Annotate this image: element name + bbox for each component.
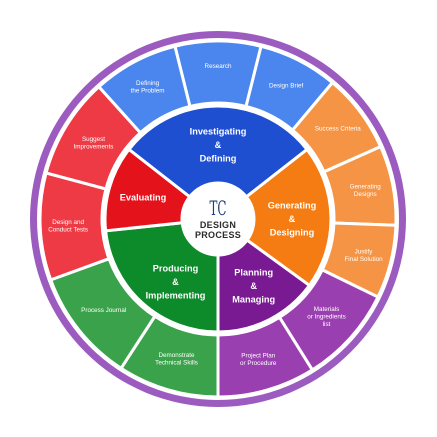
phase-investigating[interactable] [126,104,310,199]
label-line: & [172,277,179,287]
phase-label-evaluating: Evaluating [120,193,166,203]
label-line: & [289,214,296,224]
label-line: Suggest [82,136,105,143]
label-line: Designing [270,228,314,238]
label-line: Technical Skills [155,360,198,367]
label-line: Success Criteria [315,126,361,133]
step-defining-the-problem[interactable] [96,44,192,135]
center-title-line2: PROCESS [195,230,241,240]
label-line: Final Solution [344,256,383,263]
center-title-line1: DESIGN [200,220,236,230]
label-line: Design and [52,219,84,226]
step-label-process-journal: Process Journal [81,307,126,314]
label-line: Research [205,63,232,70]
label-line: list [323,321,331,328]
label-line: Conduct Tests [48,226,88,233]
label-line: Designs [354,191,377,198]
label-line: Process Journal [81,307,126,314]
label-line: Generating [268,201,317,211]
label-line: Defining [136,80,160,87]
label-line: Improvements [74,143,114,150]
label-line: Project Plan [241,353,275,360]
label-line: Materials [314,306,340,313]
phase-planning[interactable] [216,238,312,334]
step-label-success-criteria: Success Criteria [315,126,361,133]
phase-label-investigating: Investigating & Defining [190,127,247,164]
label-line: or Procedure [240,360,277,367]
label-line: Demonstrate [159,352,196,359]
label-line: Implementing [146,291,206,301]
phase-label-producing: Producing & Implementing [146,264,206,301]
center-disc [183,184,253,254]
label-line: Justify [355,249,374,256]
label-line: Producing [153,264,198,274]
label-line: Defining [200,154,237,164]
label-line: or Ingredients [307,314,346,321]
label-line: Generating [350,184,382,191]
label-line: Design Brief [269,82,304,89]
tc-logo: TC [210,196,227,220]
label-line: the Problem [131,87,165,94]
phase-label-planning: Planning & Managing [232,268,275,305]
label-line: Managing [232,295,275,305]
step-label-research: Research [205,63,232,70]
phase-generating[interactable] [244,147,333,288]
label-line: Investigating [190,127,247,137]
label-line: & [215,140,222,150]
logo-letters: TC [210,196,227,220]
phase-label-generating: Generating & Designing [268,201,317,238]
phase-producing[interactable] [103,221,220,334]
label-line: Planning [234,268,273,278]
phase-evaluating[interactable] [103,147,192,233]
label-line: & [250,281,257,291]
step-label-design-brief: Design Brief [269,82,304,89]
label-line: Evaluating [120,193,166,203]
